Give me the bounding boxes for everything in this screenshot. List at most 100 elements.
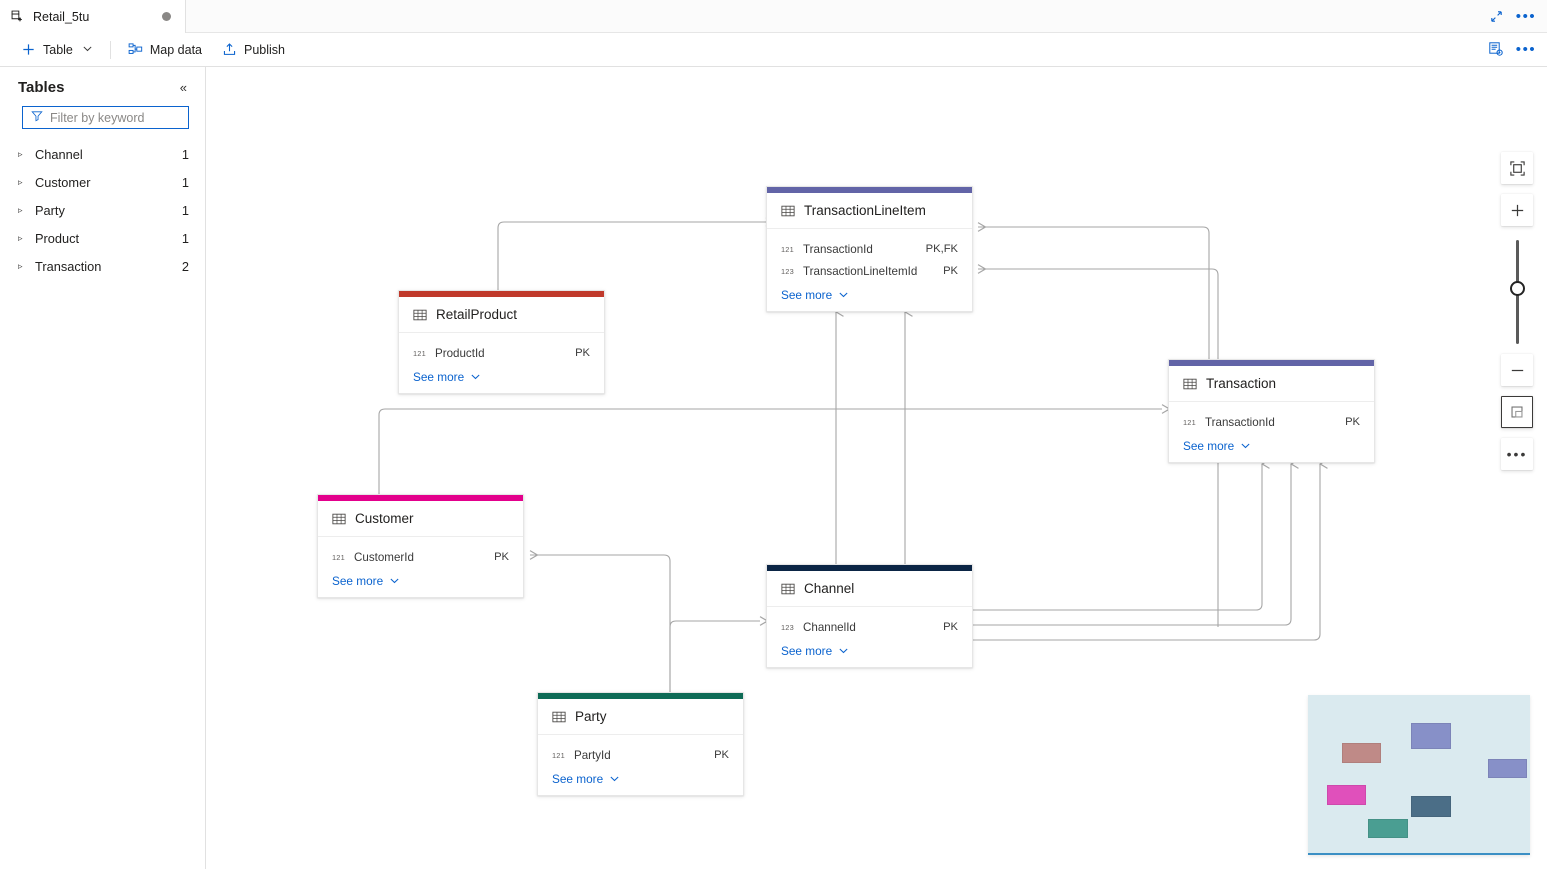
field-name: CustomerId bbox=[354, 550, 414, 564]
window-more-button[interactable]: ••• bbox=[1513, 4, 1539, 28]
chevron-down-icon bbox=[838, 289, 849, 302]
expand-diagonal-icon[interactable] bbox=[1483, 4, 1509, 28]
sidebar-item-transaction[interactable]: ▹ Transaction 2 bbox=[0, 252, 205, 280]
see-more-button[interactable]: See more bbox=[767, 638, 972, 660]
tab-strip: Retail_5tu ••• bbox=[0, 0, 1547, 33]
collapse-panel-button[interactable]: « bbox=[179, 80, 187, 95]
properties-icon[interactable] bbox=[1483, 37, 1509, 61]
expand-caret-icon[interactable]: ▹ bbox=[18, 260, 23, 271]
transaction-thumb bbox=[1488, 759, 1527, 778]
sidebar-item-product[interactable]: ▹ Product 1 bbox=[0, 224, 205, 252]
chevron-down-icon bbox=[838, 645, 849, 658]
add-table-button[interactable]: Table bbox=[12, 37, 102, 63]
zoom-slider-thumb[interactable] bbox=[1509, 281, 1525, 296]
table-grid-icon bbox=[781, 582, 795, 596]
window-actions: ••• bbox=[1483, 4, 1539, 28]
table-name: Channel bbox=[804, 581, 855, 596]
sidebar-item-label: Party bbox=[35, 202, 65, 218]
table-card-header: Transaction bbox=[1169, 366, 1374, 402]
page-title: Tables bbox=[18, 79, 65, 96]
zoom-out-button[interactable] bbox=[1501, 354, 1533, 386]
table-row[interactable]: 121 TransactionId PK,FK bbox=[767, 238, 972, 260]
field-type-icon: 121 bbox=[413, 348, 426, 358]
table-accent-bar bbox=[767, 187, 972, 193]
field-key-badge: PK bbox=[494, 551, 509, 563]
see-more-button[interactable]: See more bbox=[318, 568, 523, 590]
zoom-slider[interactable] bbox=[1501, 236, 1533, 348]
table-grid-icon bbox=[781, 204, 795, 218]
search-input[interactable]: Filter by keyword bbox=[22, 106, 189, 129]
fit-to-screen-icon[interactable] bbox=[1501, 152, 1533, 184]
sidebar-item-count: 1 bbox=[181, 174, 189, 190]
expand-caret-icon[interactable]: ▹ bbox=[18, 148, 23, 159]
table-row[interactable]: 121 TransactionId PK bbox=[1169, 411, 1374, 433]
sidebar-item-count: 1 bbox=[181, 146, 189, 162]
canvas-more-button[interactable]: ••• bbox=[1501, 438, 1533, 470]
table-card-header: TransactionLineItem bbox=[767, 193, 972, 229]
sidebar-item-count: 1 bbox=[181, 230, 189, 246]
table-name: RetailProduct bbox=[436, 307, 518, 322]
table-fields: 121 PartyId PK See more bbox=[538, 735, 743, 795]
sidebar-item-label: Channel bbox=[35, 146, 83, 162]
search-placeholder: Filter by keyword bbox=[50, 110, 145, 125]
tables-panel-header: Tables « bbox=[0, 67, 205, 104]
field-name: TransactionId bbox=[803, 242, 873, 256]
document-tab-retail[interactable]: Retail_5tu bbox=[0, 0, 186, 33]
table-row[interactable]: 123 ChannelId PK bbox=[767, 616, 972, 638]
table-card-channel[interactable]: Channel 123 ChannelId PK See more bbox=[766, 564, 973, 668]
see-more-button[interactable]: See more bbox=[1169, 433, 1374, 455]
table-name: Customer bbox=[355, 511, 414, 526]
expand-caret-icon[interactable]: ▹ bbox=[18, 204, 23, 215]
see-more-button[interactable]: See more bbox=[399, 364, 604, 386]
table-card-customer[interactable]: Customer 121 CustomerId PK See more bbox=[317, 494, 524, 598]
sidebar-item-party[interactable]: ▹ Party 1 bbox=[0, 196, 205, 224]
field-type-icon: 121 bbox=[332, 552, 345, 562]
table-name: Transaction bbox=[1206, 376, 1277, 391]
sidebar-item-channel[interactable]: ▹ Channel 1 bbox=[0, 140, 205, 168]
field-key-badge: PK bbox=[943, 621, 958, 633]
field-type-icon: 121 bbox=[1183, 417, 1196, 427]
filter-icon bbox=[31, 110, 43, 125]
database-add-icon bbox=[10, 9, 25, 24]
erd-canvas[interactable]: TransactionLineItem 121 TransactionId PK… bbox=[206, 67, 1547, 869]
table-card-party[interactable]: Party 121 PartyId PK See more bbox=[537, 692, 744, 796]
chevron-down-icon bbox=[470, 371, 481, 384]
table-name: TransactionLineItem bbox=[804, 203, 926, 218]
field-type-icon: 121 bbox=[552, 750, 565, 760]
minimap[interactable] bbox=[1308, 695, 1530, 855]
table-fields: 121 CustomerId PK See more bbox=[318, 537, 523, 597]
see-more-label: See more bbox=[1183, 439, 1235, 453]
transactionlineitem-thumb bbox=[1411, 723, 1451, 749]
tables-panel: Tables « Filter by keyword ▹ Channel 1 ▹… bbox=[0, 67, 206, 869]
see-more-label: See more bbox=[413, 370, 465, 384]
zoom-in-button[interactable] bbox=[1501, 194, 1533, 226]
expand-caret-icon[interactable]: ▹ bbox=[18, 176, 23, 187]
see-more-button[interactable]: See more bbox=[767, 282, 972, 304]
sidebar-item-customer[interactable]: ▹ Customer 1 bbox=[0, 168, 205, 196]
sidebar-item-count: 2 bbox=[181, 258, 189, 274]
table-card-header: RetailProduct bbox=[399, 297, 604, 333]
table-row[interactable]: 123 TransactionLineItemId PK bbox=[767, 260, 972, 282]
chevron-down-icon[interactable] bbox=[82, 43, 93, 56]
table-card-transaction[interactable]: Transaction 121 TransactionId PK See mor… bbox=[1168, 359, 1375, 463]
table-row[interactable]: 121 CustomerId PK bbox=[318, 546, 523, 568]
minimap-toggle-button[interactable] bbox=[1501, 396, 1533, 428]
chevron-down-icon bbox=[389, 575, 400, 588]
see-more-button[interactable]: See more bbox=[538, 766, 743, 788]
table-row[interactable]: 121 ProductId PK bbox=[399, 342, 604, 364]
more-dots: ••• bbox=[1515, 40, 1537, 58]
table-grid-icon bbox=[332, 512, 346, 526]
table-fields: 121 TransactionId PK,FK 123 TransactionL… bbox=[767, 229, 972, 311]
table-card-retailproduct[interactable]: RetailProduct 121 ProductId PK See more bbox=[398, 290, 605, 394]
sidebar-item-count: 1 bbox=[181, 202, 189, 218]
table-row[interactable]: 121 PartyId PK bbox=[538, 744, 743, 766]
map-data-button[interactable]: Map data bbox=[119, 37, 211, 63]
table-grid-icon bbox=[552, 710, 566, 724]
command-more-button[interactable]: ••• bbox=[1513, 37, 1539, 61]
expand-caret-icon[interactable]: ▹ bbox=[18, 232, 23, 243]
table-card-transactionlineitem[interactable]: TransactionLineItem 121 TransactionId PK… bbox=[766, 186, 973, 312]
relationship-links bbox=[378, 217, 1328, 692]
publish-button[interactable]: Publish bbox=[213, 37, 294, 63]
table-accent-bar bbox=[538, 693, 743, 699]
sidebar-item-label: Transaction bbox=[35, 258, 102, 274]
